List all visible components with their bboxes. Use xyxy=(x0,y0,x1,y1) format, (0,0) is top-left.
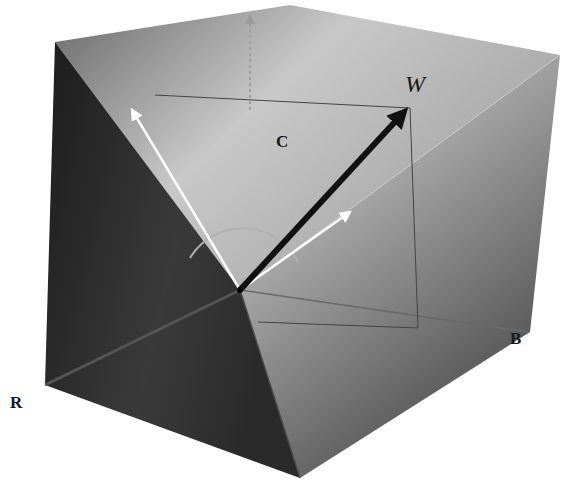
white-vector xyxy=(132,110,240,290)
green-axis-arrow xyxy=(249,16,251,110)
cube-diagonal xyxy=(240,55,560,290)
projection-box xyxy=(155,95,418,328)
right-face xyxy=(240,55,560,478)
cube-edge xyxy=(240,290,300,478)
white-vector xyxy=(240,212,350,290)
point-label: W xyxy=(405,72,425,96)
axis-label: R xyxy=(10,394,22,411)
blue-axis xyxy=(240,290,528,332)
left-face xyxy=(45,42,300,478)
origin-point xyxy=(237,287,243,293)
axis-label: B xyxy=(510,330,521,347)
point-label: C xyxy=(276,133,288,150)
red-axis xyxy=(45,290,240,385)
white-point-vector xyxy=(240,112,404,290)
